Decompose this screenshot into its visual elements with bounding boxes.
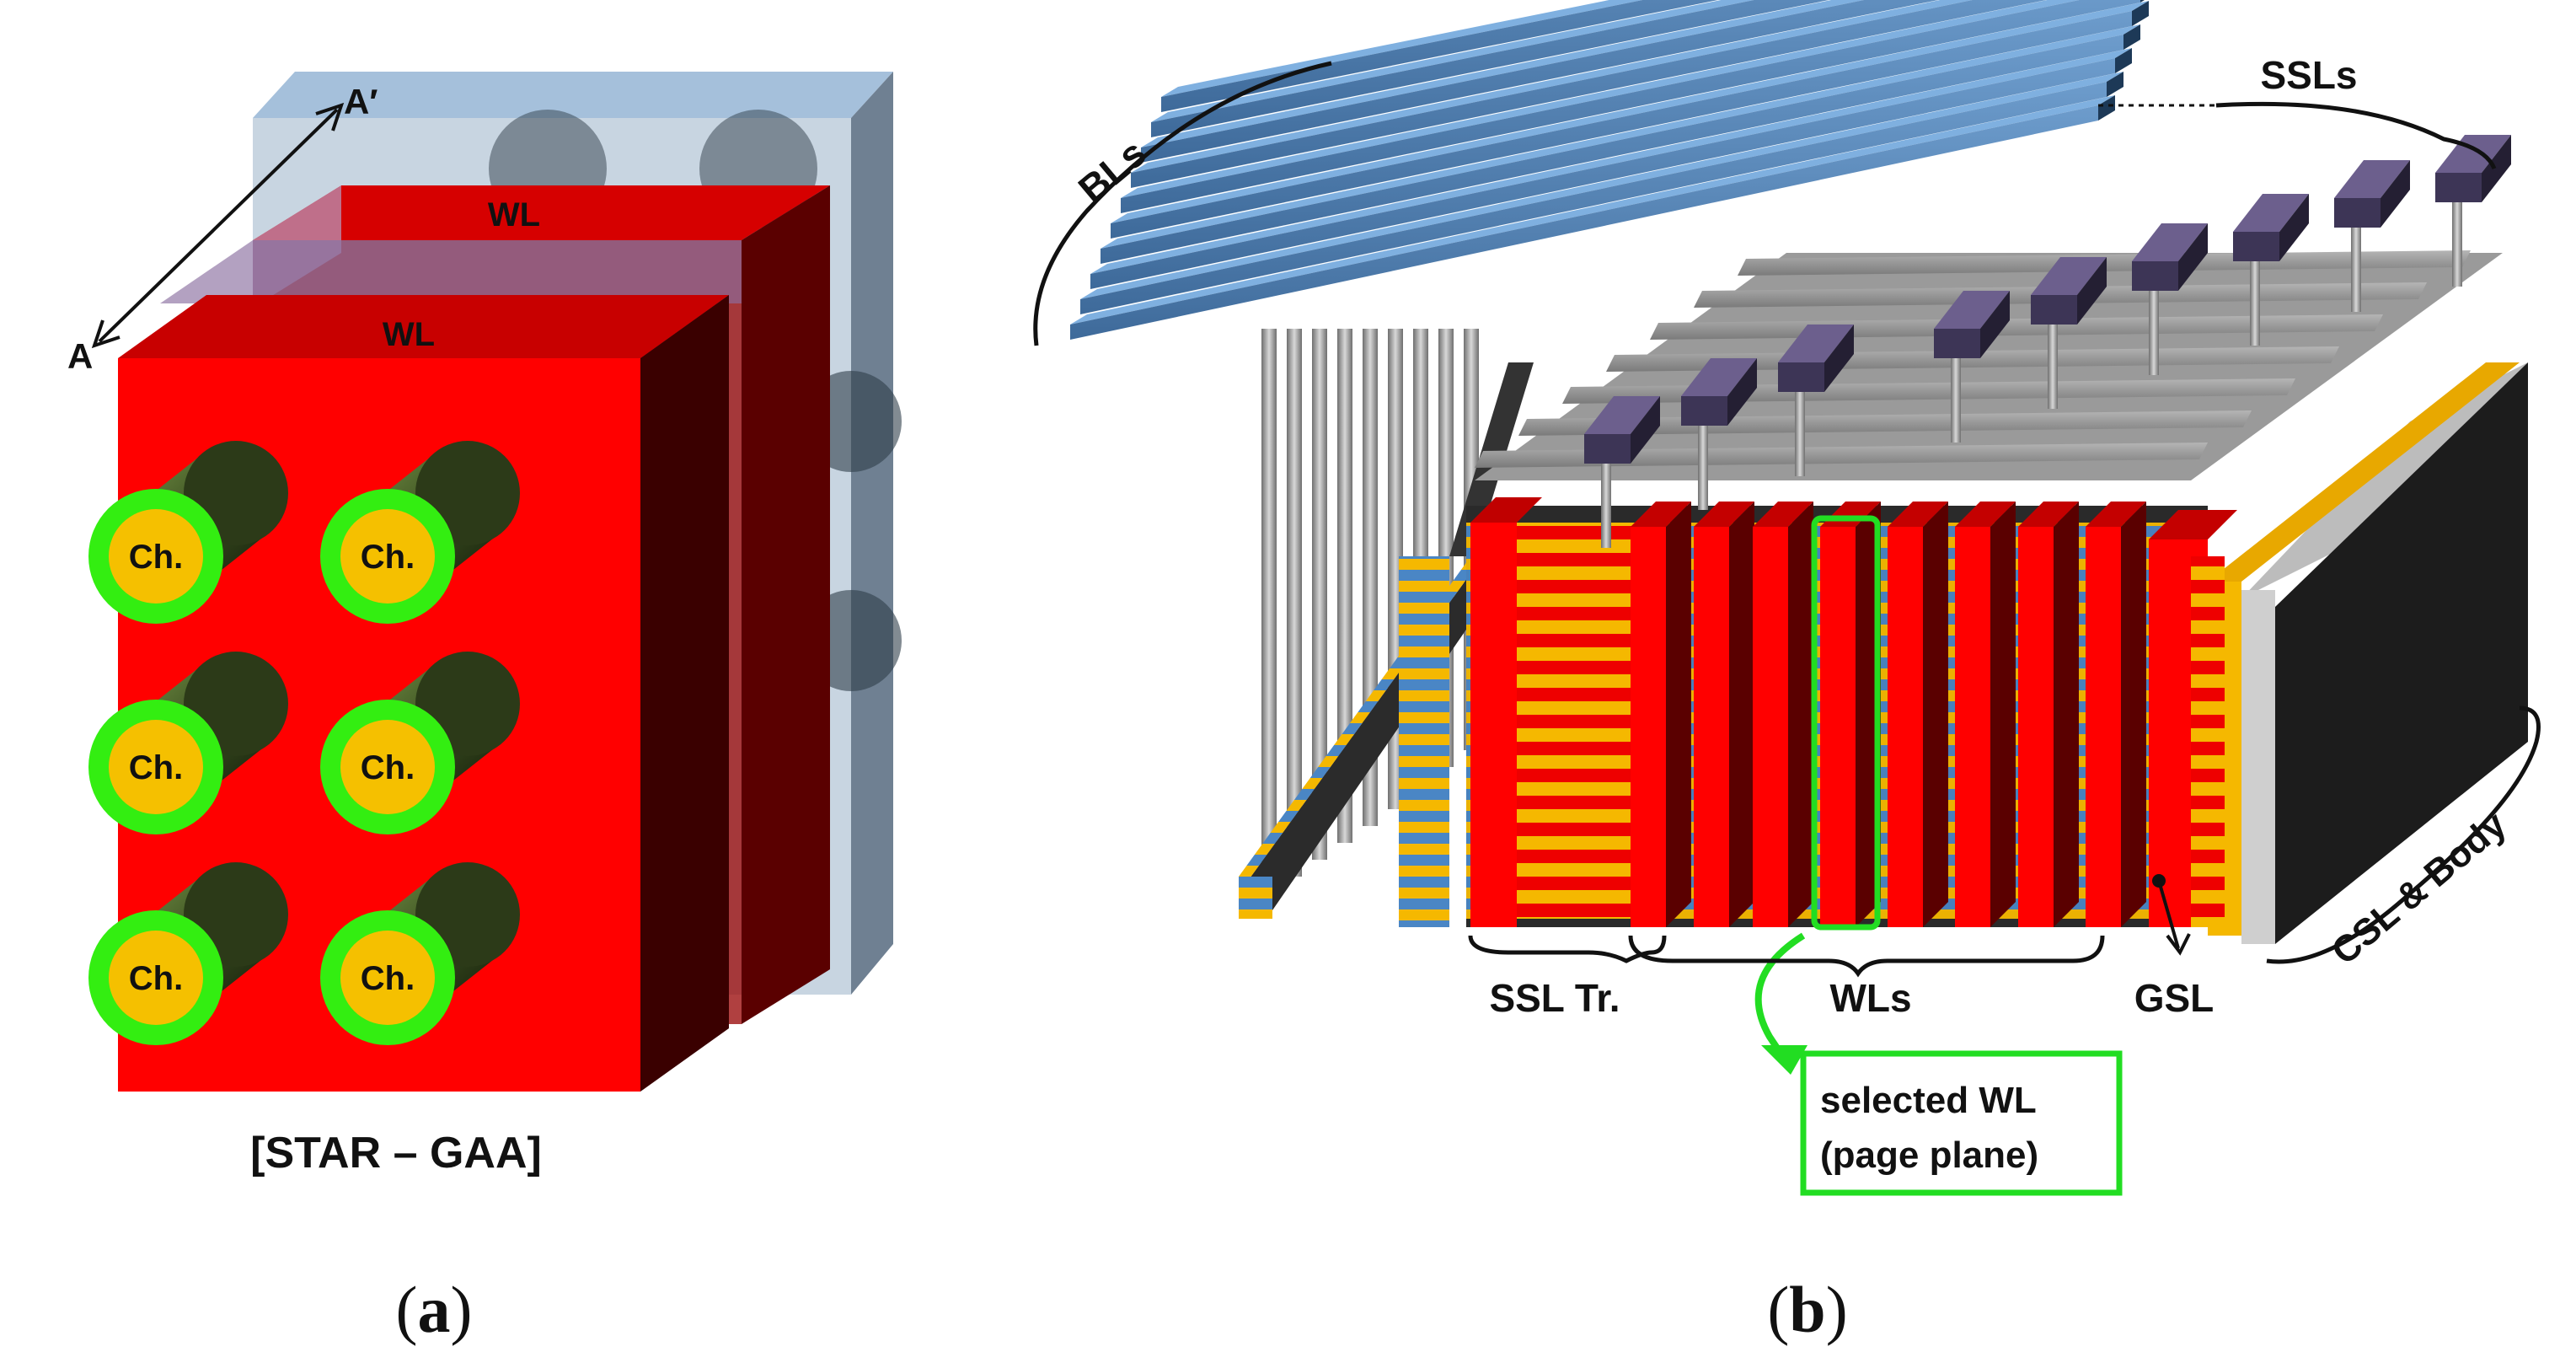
bitline (1121, 0, 2145, 213)
wl-slab (1820, 502, 1881, 927)
ssl-block (2334, 160, 2410, 312)
ssl-tr-label: SSL Tr. (1489, 976, 1620, 1020)
csl-body-block (2208, 362, 2528, 944)
ssl-block-array (1584, 135, 2511, 548)
channel-cylinder: Ch. (320, 652, 520, 834)
subfigure-b-letter: b (1789, 1273, 1825, 1346)
bitline (1090, 48, 2132, 289)
subfigure-a-letter: a (418, 1273, 451, 1346)
gate-rail (1475, 443, 2208, 468)
channel-cylinder: Ch. (88, 652, 288, 834)
gsl-column (2149, 510, 2237, 927)
ssl-block (2031, 257, 2107, 409)
axis-a-label: A (67, 336, 93, 376)
channel-label: Ch. (361, 539, 415, 576)
bitline (1131, 0, 2047, 188)
subfigure-a-label: (a) (396, 1273, 473, 1346)
wl-slab-array (1631, 502, 2146, 927)
channel-label: Ch. (129, 539, 183, 576)
channel-label: Ch. (129, 960, 183, 997)
ssl-block (1584, 396, 1660, 548)
bitline (1101, 24, 2140, 264)
wl-front-label: WL (383, 316, 435, 353)
channel-label: Ch. (361, 749, 415, 786)
wl-slab (1888, 502, 1948, 927)
selected-wl-highlight: selected WL (page plane) (1754, 515, 2123, 1196)
ssl-block (2233, 194, 2309, 346)
selected-wl-line1: selected WL (1820, 1080, 2037, 1121)
axis-a-prime-label: A′ (344, 82, 378, 121)
wl-slab (1694, 502, 1754, 927)
wl-slab (1753, 502, 1813, 927)
wls-brace (1628, 935, 2105, 978)
wl-slab (2086, 502, 2146, 927)
ssl-transistor-region (1470, 497, 1643, 927)
back-stair-column (1399, 556, 1449, 927)
braces (1033, 61, 2541, 978)
panel-b: selected WL (page plane) BLs SSLs SSL Tr… (1033, 0, 2541, 1196)
channel-cylinder: Ch. (320, 441, 520, 624)
gsl-pointer (2152, 874, 2191, 956)
panel-a: WL WL Ch. Ch. Ch. Ch. Ch. Ch. A A′ [STAR – GA… (67, 72, 902, 1178)
wl-slab (1631, 502, 1691, 927)
bitline (1111, 1, 2149, 239)
ssl-block (2132, 223, 2208, 375)
channel-label: Ch. (129, 749, 183, 786)
bitline (1151, 0, 1829, 137)
ssl-block (2435, 135, 2511, 287)
bitline-array (1070, 0, 2149, 340)
bls-brace (1033, 61, 1332, 346)
ssl-tr-brace (1468, 935, 1667, 963)
selected-wl-line2: (page plane) (1820, 1135, 2038, 1176)
wls-label: WLs (1829, 976, 1911, 1020)
selected-wl-callout (1800, 1050, 2123, 1196)
bitline (1080, 72, 2123, 314)
a-a-prime-arrow: A A′ (67, 82, 378, 376)
csl-body-brace (2266, 705, 2541, 964)
gsl-label: GSL (2134, 976, 2215, 1020)
bitline (1161, 0, 1718, 112)
ssls-label: SSLs (2260, 53, 2357, 97)
ssl-block (1681, 358, 1757, 510)
wl-back-label: WL (488, 196, 540, 233)
channel-label: Ch. (361, 960, 415, 997)
wl-slab (1955, 502, 2016, 927)
channel-cylinder: Ch. (88, 441, 288, 624)
ssl-block (1934, 291, 2010, 443)
channel-cylinder: Ch. (88, 862, 288, 1045)
panel-a-caption: [STAR – GAA] (250, 1129, 542, 1178)
bitline (1070, 95, 2115, 340)
channel-cylinder: Ch. (320, 862, 520, 1045)
wl-slab (2018, 502, 2079, 927)
subfigure-b-label: (b) (1767, 1273, 1847, 1346)
bitline (1141, 0, 1939, 163)
channel-array: Ch. Ch. Ch. Ch. Ch. Ch. (88, 441, 520, 1045)
ssl-block (1778, 325, 1854, 476)
ssls-brace (2215, 101, 2497, 170)
